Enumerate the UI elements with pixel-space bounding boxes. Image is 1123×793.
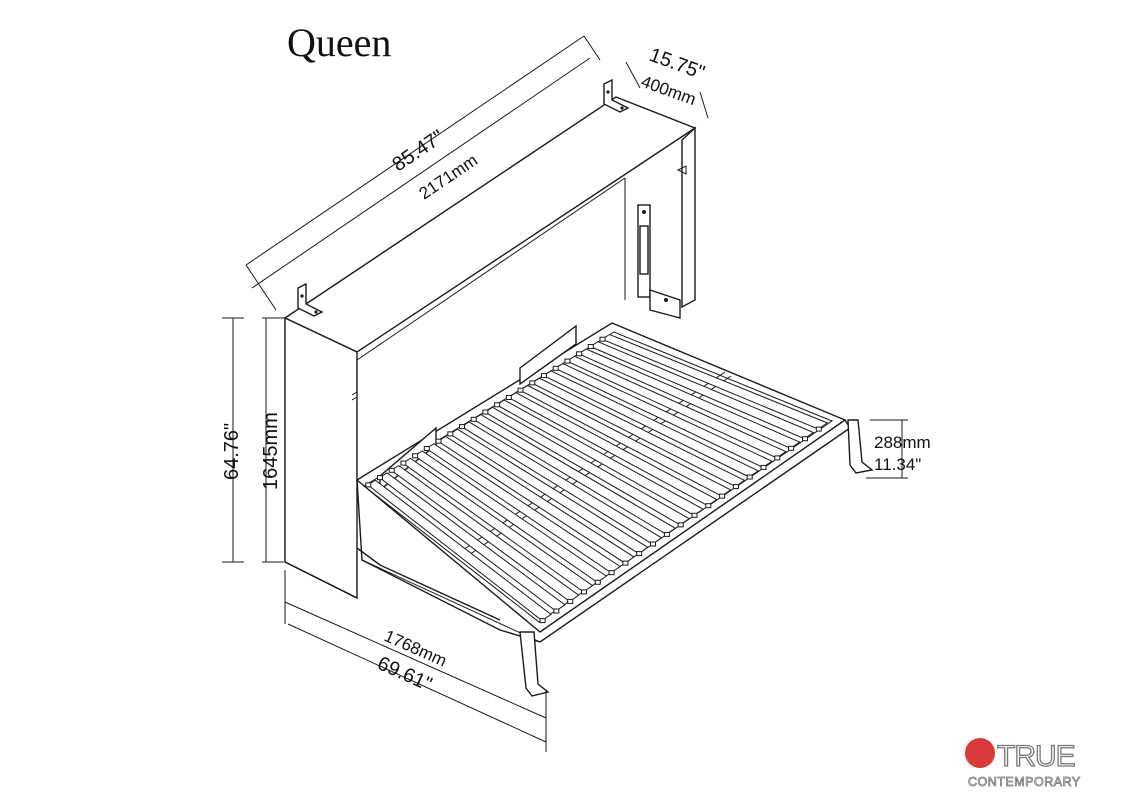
bed-slat xyxy=(518,384,732,497)
wall-bracket-left xyxy=(297,282,324,317)
logo-dot-icon xyxy=(965,738,995,768)
bed-slat xyxy=(495,399,704,516)
slat-holder xyxy=(581,589,587,595)
slat-holder xyxy=(517,387,524,393)
bed-slat xyxy=(565,355,787,459)
diagram-title: Queen xyxy=(287,20,391,65)
slat-holder xyxy=(459,424,465,430)
lift-piston xyxy=(637,204,681,319)
bed-slat xyxy=(425,443,621,574)
slat-holder xyxy=(564,358,571,364)
slat-holder xyxy=(482,409,489,415)
slat-holder xyxy=(505,395,512,400)
slat-holder xyxy=(494,402,501,408)
cabinet xyxy=(283,96,697,600)
logo-brand-bottom: CONTEMPORARY xyxy=(968,775,1081,789)
slat-holder xyxy=(802,436,808,442)
slat-holder xyxy=(388,467,395,473)
slat-holder xyxy=(732,484,739,490)
bed-slat xyxy=(589,341,815,440)
slat-holder xyxy=(691,512,698,518)
slat-holder xyxy=(435,438,442,444)
bed-slat xyxy=(472,414,677,535)
slat-holder xyxy=(470,416,477,422)
slat-holder xyxy=(576,351,583,357)
bed-slat xyxy=(600,333,829,430)
slat-holder xyxy=(677,522,684,528)
slat-holder xyxy=(636,551,643,557)
slat-holder xyxy=(650,541,656,547)
bed-slat xyxy=(378,472,566,612)
wall-bracket-right xyxy=(603,78,630,113)
cabinet-right-side xyxy=(681,126,696,309)
slat-holder xyxy=(608,570,615,576)
bed-frame xyxy=(355,322,874,697)
slat-holder xyxy=(553,608,560,614)
slat-holder xyxy=(788,445,795,451)
slat-holder xyxy=(529,380,536,386)
slat-holder xyxy=(541,373,547,379)
slat-holder xyxy=(760,464,767,470)
slat-holder xyxy=(774,455,781,461)
slat-holder xyxy=(663,531,670,537)
leg-height-mm-label: 288mm xyxy=(874,433,931,452)
bed-slat xyxy=(507,392,718,507)
bed-slat xyxy=(530,377,746,488)
bed-leg-front xyxy=(519,631,550,697)
logo-brand-top: TRUE xyxy=(997,740,1075,773)
cabinet-top-face xyxy=(283,96,697,353)
bed-slat xyxy=(366,479,552,622)
slat-holder xyxy=(719,493,726,499)
bed-slat xyxy=(554,363,774,468)
slat-holder xyxy=(412,453,419,459)
bed-slat xyxy=(460,421,663,545)
height-inches-label: 64.76" xyxy=(221,423,243,480)
slat-holder xyxy=(587,344,594,349)
slat-holder xyxy=(552,365,559,371)
slat-holder xyxy=(447,431,454,437)
slat-holder xyxy=(377,475,383,481)
bed-slat xyxy=(390,464,580,603)
slat-holder xyxy=(599,336,606,342)
bed-slat xyxy=(448,428,649,555)
bed-slats xyxy=(365,333,829,624)
slat-holder xyxy=(423,446,430,451)
bed-slat xyxy=(413,450,608,583)
slat-holder xyxy=(400,460,407,466)
bed-slat xyxy=(542,370,760,478)
slat-holder xyxy=(815,426,822,432)
height-mm-label: 1645mm xyxy=(260,412,282,490)
slat-holder xyxy=(539,618,546,624)
bed-slat xyxy=(402,457,594,593)
slat-holder xyxy=(746,474,753,480)
leg-height-inches-label: 11.34" xyxy=(874,455,921,474)
cabinet-left-side xyxy=(284,316,358,600)
slat-holder xyxy=(365,482,372,488)
bed-slat xyxy=(437,435,635,564)
true-contemporary-logo: TRUE CONTEMPORARY xyxy=(965,738,1081,789)
dimension-lines xyxy=(222,35,908,752)
bed-leg-right xyxy=(847,419,874,474)
bed-slat xyxy=(577,348,801,449)
slat-holder xyxy=(622,560,629,566)
bed-slat xyxy=(483,406,691,526)
slat-holder xyxy=(594,579,601,585)
width-inches-label: 85.47" xyxy=(388,126,448,176)
slat-holder xyxy=(705,503,712,509)
slat-holder xyxy=(567,598,574,604)
